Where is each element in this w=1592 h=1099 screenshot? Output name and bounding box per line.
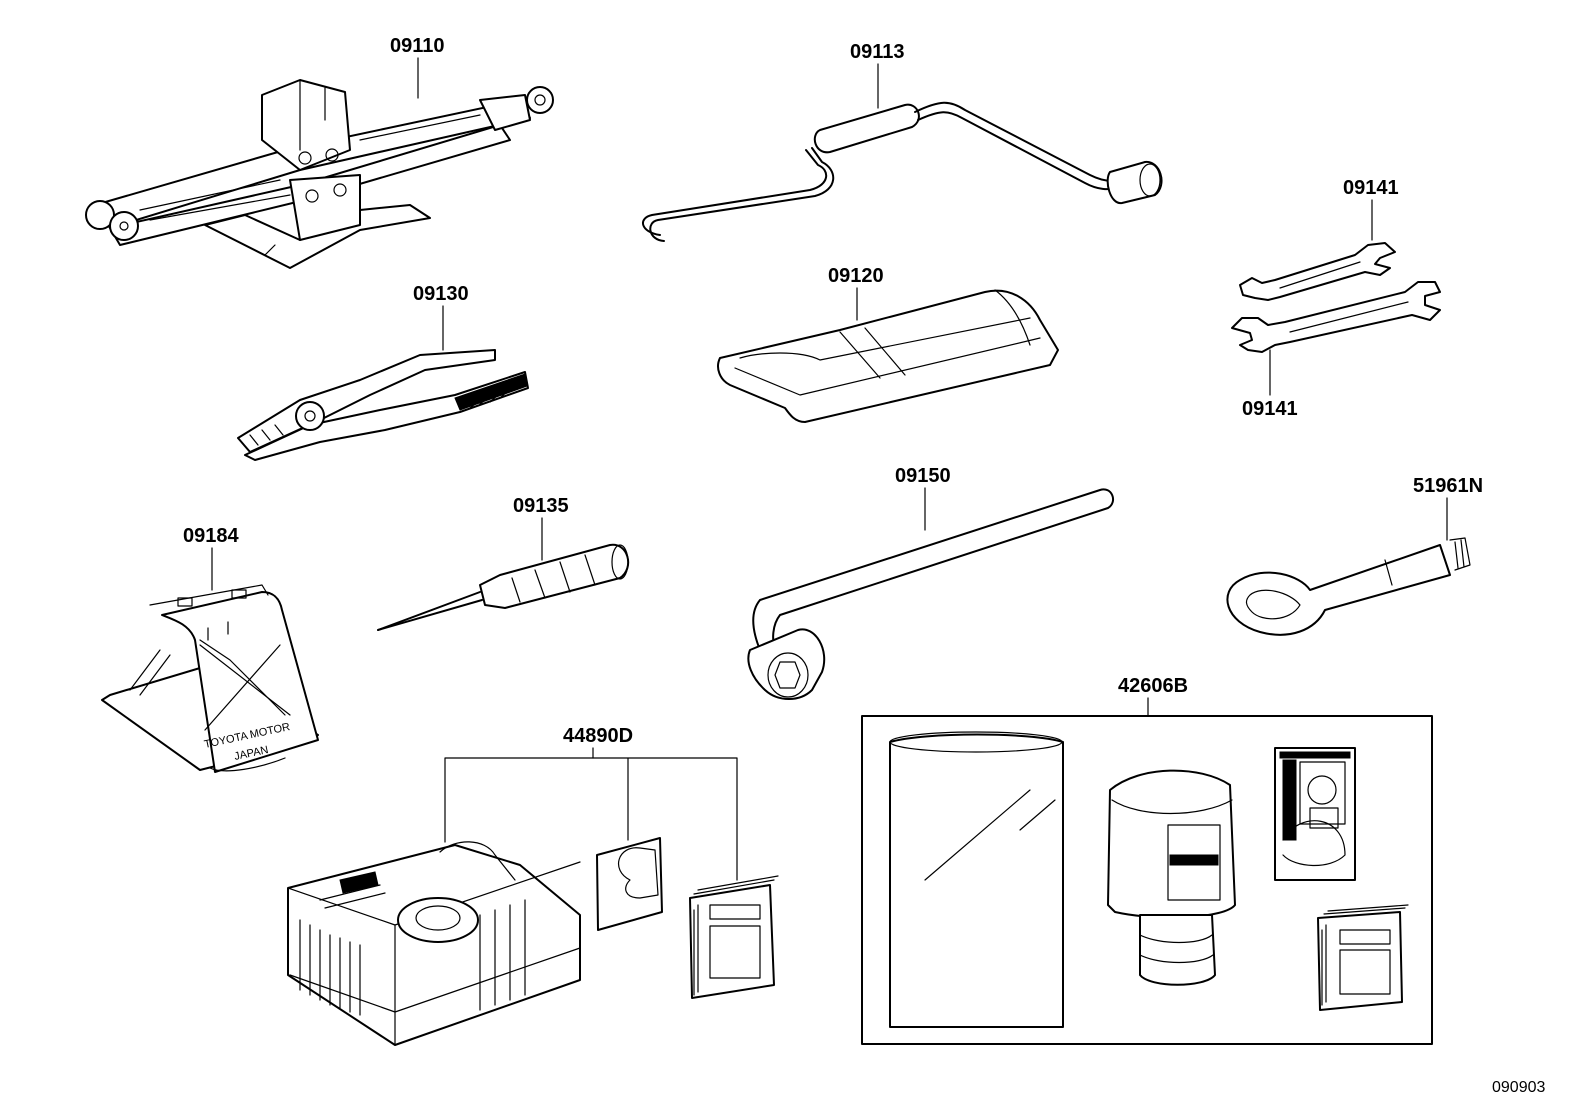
label-wrench-top: 09141 (1343, 177, 1399, 199)
part-jack: 09110 (85, 35, 554, 269)
part-jack-handle: 09113 (642, 41, 1163, 242)
part-wheel-chock: 09184 TOYOTA MOTOR JAPAN (101, 525, 319, 773)
towing-eye-illustration (1226, 537, 1471, 636)
label-wrench-bottom: 09141 (1242, 398, 1298, 420)
wrench-bottom-illustration (1231, 281, 1441, 353)
part-compressor-kit: 44890D (287, 725, 779, 1046)
repair-kit-bottle-illustration (1107, 769, 1236, 986)
part-towing-eye: 51961N (1226, 475, 1483, 636)
reference-code: 090903 (1492, 1079, 1545, 1096)
compressor-illustration (287, 841, 581, 1046)
screwdriver-illustration (377, 543, 630, 631)
label-pliers: 09130 (413, 283, 469, 305)
jack-illustration (85, 79, 554, 269)
repair-kit-box (861, 715, 1433, 1045)
label-jack-handle: 09113 (850, 41, 905, 63)
wrench-top-illustration (1239, 242, 1396, 301)
repair-kit-manual-illustration (1317, 904, 1409, 1011)
compressor-card-illustration (596, 837, 663, 931)
label-screwdriver: 09135 (513, 495, 569, 517)
part-wheel-nut-wrench: 09150 (747, 465, 1115, 700)
part-wrenches: 09141 09141 (1231, 177, 1441, 420)
label-towing-eye: 51961N (1413, 475, 1483, 497)
label-compressor-kit: 44890D (563, 725, 633, 747)
part-repair-kit: 42606B (861, 675, 1433, 1045)
wheel-nut-wrench-illustration (747, 488, 1115, 700)
tool-bag-illustration (717, 289, 1059, 423)
repair-kit-bag-illustration (889, 731, 1064, 1028)
label-repair-kit: 42606B (1118, 675, 1188, 697)
compressor-manual-illustration (689, 875, 779, 999)
wheel-chock-illustration: TOYOTA MOTOR JAPAN (101, 584, 319, 773)
part-pliers: 09130 (237, 283, 529, 461)
compressor-kit-bracket (444, 757, 738, 881)
label-wheel-chock: 09184 (183, 525, 239, 547)
label-wheel-nut-wrench: 09150 (895, 465, 951, 487)
label-tool-bag: 09120 (828, 265, 884, 287)
pliers-illustration (237, 349, 529, 461)
jack-handle-illustration (642, 101, 1163, 242)
part-screwdriver: 09135 (377, 495, 630, 631)
part-tool-bag: 09120 (717, 265, 1059, 423)
label-jack: 09110 (390, 35, 445, 57)
repair-kit-card-illustration (1274, 747, 1356, 881)
